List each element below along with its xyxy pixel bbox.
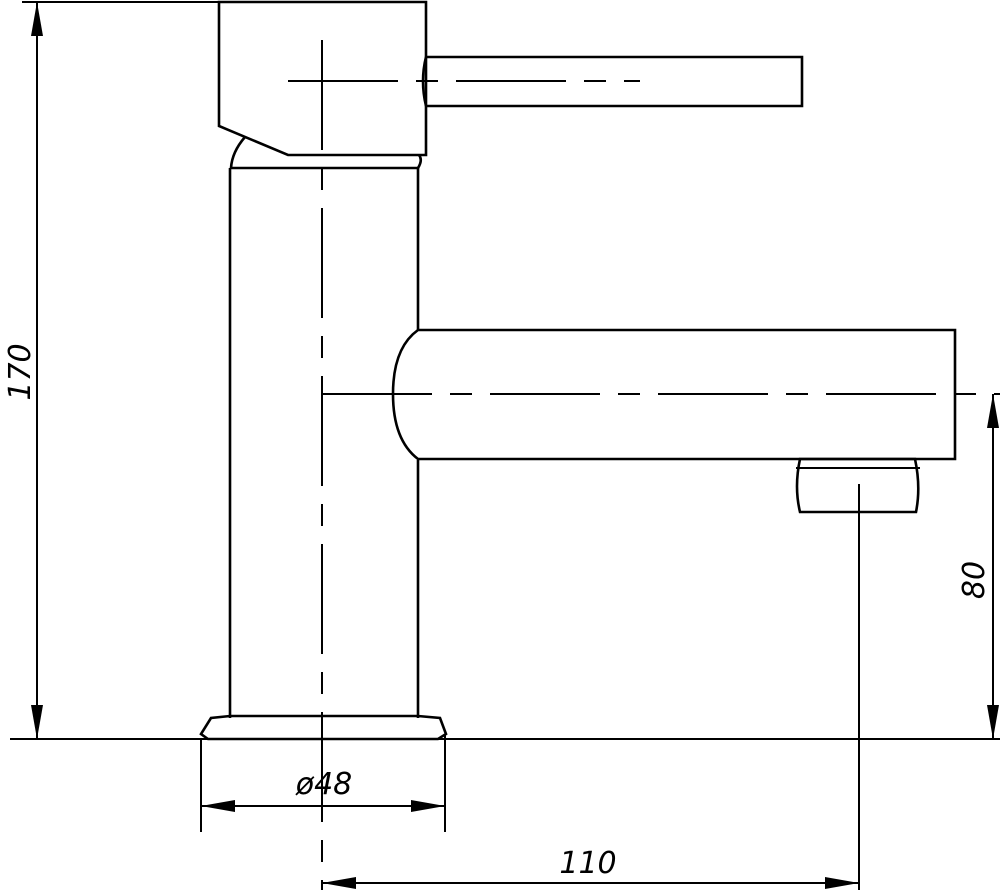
spout-height-label: 80 <box>957 561 992 599</box>
total-height-label: 170 <box>3 343 38 400</box>
collar <box>229 136 423 170</box>
lever-head <box>217 0 428 157</box>
reach-arrow-left <box>322 877 356 889</box>
spout-reach-label: 110 <box>559 846 616 881</box>
diameter-arrow-right <box>411 800 445 812</box>
body-tube <box>228 168 420 718</box>
dimension-lines <box>10 1 1000 889</box>
base-flange <box>199 714 448 741</box>
spout <box>391 328 957 461</box>
height-arrow-bottom <box>31 705 43 739</box>
base-diameter-label: ø48 <box>295 767 353 802</box>
reach-arrow-right <box>825 877 859 889</box>
aerator <box>795 457 920 514</box>
dimension-labels: 170 80 ø48 110 <box>3 343 992 881</box>
spout-height-arrow-top <box>987 394 999 428</box>
lever-rod <box>426 55 804 108</box>
spout-height-arrow-bottom <box>987 705 999 739</box>
height-arrow-top <box>31 2 43 36</box>
center-lines <box>288 40 1000 890</box>
faucet-outline <box>199 0 957 741</box>
diameter-arrow-left <box>201 800 235 812</box>
